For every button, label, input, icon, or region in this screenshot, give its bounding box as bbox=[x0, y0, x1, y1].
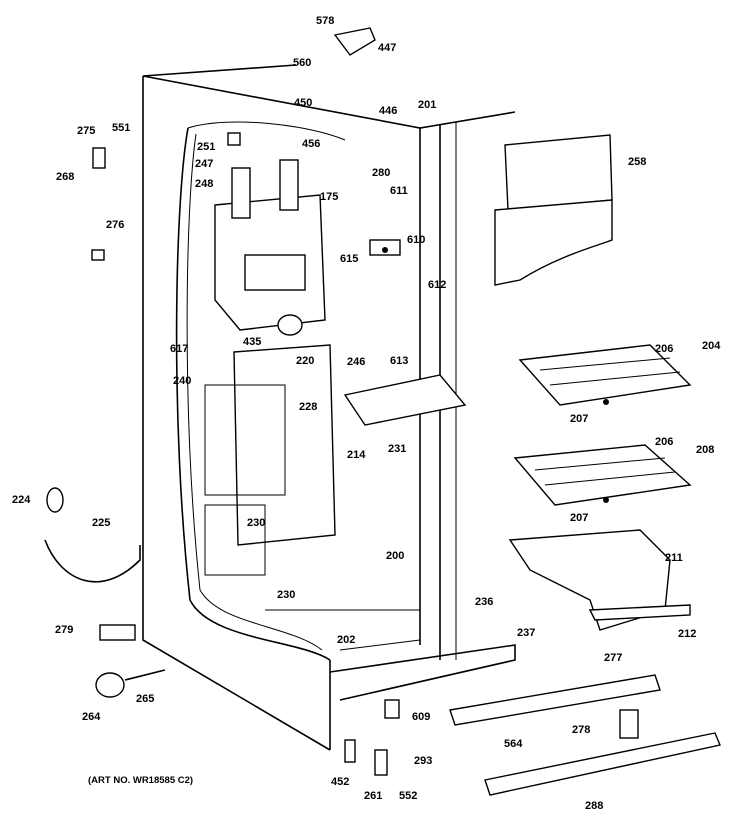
callout-551: 551 bbox=[112, 122, 130, 134]
callout-552: 552 bbox=[399, 790, 417, 802]
callout-206: 206 bbox=[655, 436, 673, 448]
callout-435: 435 bbox=[243, 336, 261, 348]
callout-208: 208 bbox=[696, 444, 714, 456]
callout-240: 240 bbox=[173, 375, 191, 387]
callout-230: 230 bbox=[247, 517, 265, 529]
pan-bin bbox=[508, 529, 691, 631]
callout-277: 277 bbox=[604, 652, 622, 664]
callout-288: 288 bbox=[585, 800, 603, 812]
callout-237: 237 bbox=[517, 627, 535, 639]
callout-200: 200 bbox=[386, 550, 404, 562]
callout-261: 261 bbox=[364, 790, 382, 802]
callout-175: 175 bbox=[320, 191, 338, 203]
callout-275: 275 bbox=[77, 125, 95, 137]
callout-212: 212 bbox=[678, 628, 696, 640]
callout-236: 236 bbox=[475, 596, 493, 608]
callout-207: 207 bbox=[570, 413, 588, 425]
callout-231: 231 bbox=[388, 443, 406, 455]
callout-578: 578 bbox=[316, 15, 334, 27]
evaporator-cover bbox=[204, 159, 336, 576]
callout-278: 278 bbox=[572, 724, 590, 736]
callout-248: 248 bbox=[195, 178, 213, 190]
art-number: (ART NO. WR18585 C2) bbox=[88, 775, 193, 786]
callout-564: 564 bbox=[504, 738, 523, 750]
rear-cover-258 bbox=[494, 134, 613, 286]
callout-265: 265 bbox=[136, 693, 154, 705]
callout-452: 452 bbox=[331, 776, 349, 788]
callout-280: 280 bbox=[372, 167, 390, 179]
small-parts bbox=[46, 27, 639, 776]
slide-rail-277 bbox=[449, 674, 661, 726]
defrost-tube-225 bbox=[44, 539, 141, 583]
callout-560: 560 bbox=[293, 57, 311, 69]
callout-225: 225 bbox=[92, 517, 110, 529]
callout-230: 230 bbox=[277, 589, 295, 601]
callout-258: 258 bbox=[628, 156, 646, 168]
callout-224: 224 bbox=[12, 494, 31, 506]
callout-206: 206 bbox=[655, 343, 673, 355]
grille-288 bbox=[484, 732, 721, 796]
callout-214: 214 bbox=[347, 449, 366, 461]
callout-220: 220 bbox=[296, 355, 314, 367]
callout-246: 246 bbox=[347, 356, 365, 368]
callout-247: 247 bbox=[195, 158, 213, 170]
callout-279: 279 bbox=[55, 624, 73, 636]
callout-615: 615 bbox=[340, 253, 358, 265]
callout-609: 609 bbox=[412, 711, 430, 723]
callout-612: 612 bbox=[428, 279, 446, 291]
callout-201: 201 bbox=[418, 99, 436, 111]
callout-447: 447 bbox=[378, 42, 396, 54]
shelf-bracket-231 bbox=[343, 374, 467, 426]
callout-617: 617 bbox=[170, 343, 188, 355]
shelf-lower bbox=[513, 444, 692, 506]
callout-228: 228 bbox=[299, 401, 317, 413]
callout-276: 276 bbox=[106, 219, 124, 231]
callout-293: 293 bbox=[414, 755, 432, 767]
callout-268: 268 bbox=[56, 171, 74, 183]
shelf-upper bbox=[518, 344, 692, 406]
callout-446: 446 bbox=[379, 105, 397, 117]
callout-613: 613 bbox=[390, 355, 408, 367]
callout-450: 450 bbox=[294, 97, 312, 109]
callout-labels: 578 447 560 450 446 201 275 551 251 456 280 258 247 2… bbox=[12, 15, 721, 812]
callout-456: 456 bbox=[302, 138, 320, 150]
callout-610: 610 bbox=[407, 234, 425, 246]
callout-264: 264 bbox=[82, 711, 101, 723]
callout-207: 207 bbox=[570, 512, 588, 524]
callout-611: 611 bbox=[390, 185, 408, 197]
callout-204: 204 bbox=[702, 340, 721, 352]
callout-251: 251 bbox=[197, 141, 215, 153]
callout-202: 202 bbox=[337, 634, 355, 646]
callout-211: 211 bbox=[665, 552, 683, 564]
